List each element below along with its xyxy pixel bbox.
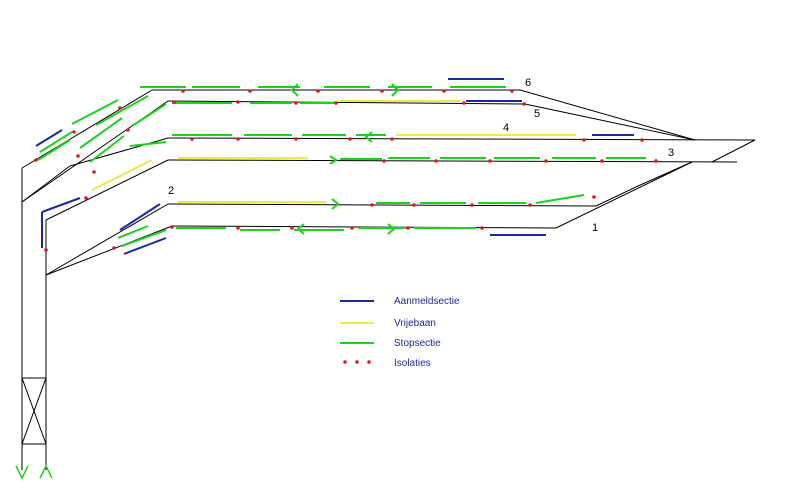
isolation-dots [34, 89, 658, 252]
track-numbers: 1 2 3 4 5 6 [168, 77, 674, 234]
legend-label-stop: Stopsectie [394, 338, 441, 349]
track-number-6: 6 [525, 77, 531, 89]
stop-sections [37, 83, 646, 247]
track-number-4: 4 [503, 122, 509, 134]
legend-swatch-iso [343, 360, 371, 364]
vrije-sections [91, 100, 576, 203]
track-number-2: 2 [168, 185, 174, 197]
track-number-3: 3 [668, 147, 674, 159]
track-number-1: 1 [592, 222, 598, 234]
legend-label-iso: Isolaties [394, 358, 431, 369]
legend-label-aanmeld: Aanmeldsectie [394, 296, 460, 307]
track-number-5: 5 [534, 108, 540, 120]
legend: Aanmeldsectie Vrijebaan Stopsectie Isola… [340, 296, 460, 369]
aanmeld-sections [35, 78, 634, 255]
legend-label-vrij: Vrijebaan [394, 318, 436, 329]
track-lines [15, 89, 756, 480]
